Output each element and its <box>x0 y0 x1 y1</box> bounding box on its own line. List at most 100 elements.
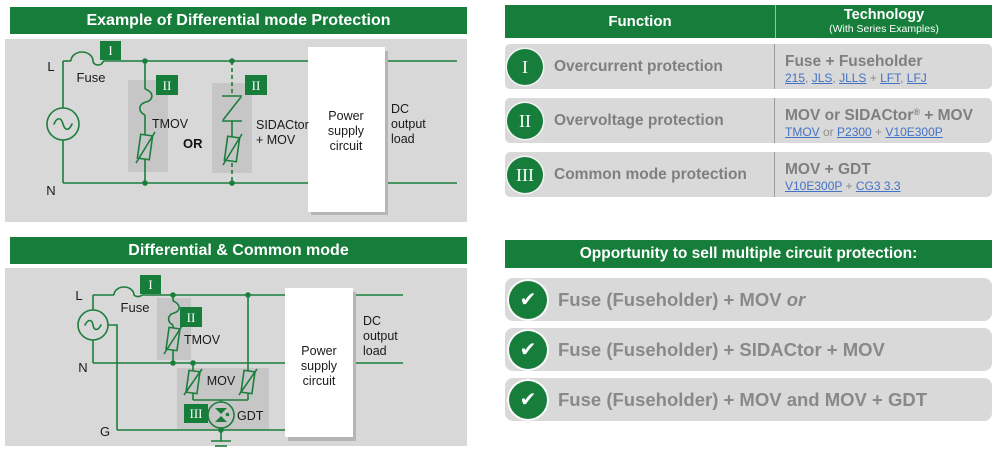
link-separator: or <box>819 124 838 139</box>
varistor-symbol <box>163 325 183 355</box>
common-mode-badge: III <box>184 404 208 423</box>
function-label: Overcurrent protection <box>554 57 723 75</box>
column-divider <box>774 98 775 143</box>
varistor-symbol <box>183 368 203 396</box>
series-link[interactable]: CG3 3.3 <box>855 178 901 193</box>
link-separator: + <box>871 124 886 139</box>
function-column-header: Function <box>608 13 672 30</box>
series-link[interactable]: LFJ <box>906 70 927 85</box>
line-n-label: N <box>46 183 55 198</box>
link-separator: , <box>832 70 840 85</box>
sidactor-mov-branch <box>222 61 243 183</box>
numeral-badge-ii: II <box>507 102 543 139</box>
svg-text:II: II <box>252 78 261 93</box>
svg-text:I: I <box>148 277 152 292</box>
series-link[interactable]: TMOV <box>785 124 820 139</box>
line-g-label: G <box>100 424 110 439</box>
check-icon: ✔ <box>509 280 547 319</box>
function-label: Overvoltage protection <box>554 111 724 129</box>
tmov-label: TMOV <box>184 333 221 347</box>
link-separator: , <box>805 70 812 85</box>
varistor-symbol <box>135 131 156 164</box>
mov-label: MOV <box>207 374 236 388</box>
junction-dots <box>142 58 235 186</box>
or-label: OR <box>183 136 203 151</box>
series-link[interactable]: 215 <box>785 70 806 85</box>
line-l-label: L <box>75 288 82 303</box>
power-supply-box: Power supply circuit <box>285 288 356 441</box>
function-cell: III Common mode protection <box>505 156 774 193</box>
dc-output-label-1: DC <box>363 314 381 328</box>
diagram2-canvas: Power supply circuit I II III L N G Fuse… <box>5 268 467 447</box>
sidactor-label-2: + MOV <box>256 133 296 147</box>
svg-text:supply: supply <box>301 359 338 373</box>
opportunity-item: ✔ Fuse (Fuseholder) + SIDACtor + MOV <box>505 328 992 371</box>
series-link[interactable]: V10E300P <box>885 124 943 139</box>
varistor-symbol <box>238 368 258 396</box>
circuit-wires <box>62 51 457 184</box>
link-separator: + <box>842 178 856 193</box>
series-link[interactable]: LFT <box>880 70 901 85</box>
diagram1-title-bar: Example of Differential mode Protection <box>10 7 467 34</box>
technology-header-subtitle: (With Series Examples) <box>829 23 939 35</box>
fuse-symbol <box>113 286 143 298</box>
diagram2-title: Differential & Common mode <box>128 242 349 259</box>
svg-text:II: II <box>187 310 196 325</box>
fuse-symbol <box>70 51 104 66</box>
table-row: I Overcurrent protection Fuse + Fusehold… <box>505 44 992 89</box>
gdt-label: GDT <box>237 409 264 423</box>
svg-text:II: II <box>163 78 172 93</box>
fuse-label: Fuse <box>121 300 150 315</box>
series-links: 215, JLS, JLLS + LFT, LFJ <box>785 71 927 85</box>
check-icon: ✔ <box>509 380 547 419</box>
diagram1-canvas: Power supply circuit I II II L N Fuse TM… <box>5 39 467 222</box>
power-supply-box: Power supply circuit <box>308 47 388 215</box>
tmov-branch <box>135 61 156 183</box>
ac-source-icon <box>46 107 80 141</box>
technology-header-title: Technology <box>843 7 925 23</box>
tmov-highlight-box <box>128 80 168 172</box>
series-link[interactable]: P2300 <box>837 124 872 139</box>
link-separator: + <box>866 70 881 85</box>
svg-text:circuit: circuit <box>330 139 363 153</box>
diagram2-title-bar: Differential & Common mode <box>10 237 467 264</box>
series-link[interactable]: JLS <box>811 70 833 85</box>
junction-dots <box>170 292 251 433</box>
svg-text:Power: Power <box>328 109 363 123</box>
overcurrent-badge: I <box>140 275 161 294</box>
series-link[interactable]: V10E300P <box>785 178 843 193</box>
function-label: Common mode protection <box>554 165 747 183</box>
check-icon: ✔ <box>509 330 547 369</box>
line-n-label: N <box>78 360 87 375</box>
technology-column-header: Technology (With Series Examples) <box>775 5 992 38</box>
function-technology-table: Function Technology (With Series Example… <box>505 5 992 197</box>
svg-text:supply: supply <box>328 124 365 138</box>
dc-output-label-1: DC <box>391 102 409 116</box>
dc-output-label-3: load <box>363 344 387 358</box>
dc-output-label-3: load <box>391 132 415 146</box>
series-links: TMOV or P2300 + V10E300P <box>785 125 973 139</box>
tmov-label: TMOV <box>152 117 189 131</box>
series-link[interactable]: JLLS <box>839 70 867 85</box>
overvoltage-badge-sidactor: II <box>245 75 267 95</box>
dc-output-label-2: output <box>363 329 398 343</box>
technology-cell: Fuse + Fuseholder 215, JLS, JLLS + LFT, … <box>775 49 927 85</box>
technology-title: MOV or SIDACtor® + MOV <box>785 106 973 124</box>
diagram1-title: Example of Differential mode Protection <box>86 12 391 29</box>
differential-mode-circuit: Power supply circuit I II II L N Fuse TM… <box>46 41 457 215</box>
svg-text:I: I <box>108 43 112 58</box>
mov-gdt-network <box>183 295 258 447</box>
table-row: II Overvoltage protection MOV or SIDACto… <box>505 98 992 143</box>
opportunity-item: ✔ Fuse (Fuseholder) + MOV or <box>505 278 992 321</box>
line-l-label: L <box>47 59 54 74</box>
overvoltage-badge-tmov: II <box>156 75 178 95</box>
technology-cell: MOV + GDT V10E300P + CG3 3.3 <box>775 157 901 193</box>
overvoltage-badge: II <box>180 307 202 327</box>
link-separator: , <box>900 70 907 85</box>
earth-ground-icon <box>211 440 231 447</box>
function-cell: I Overcurrent protection <box>505 48 774 85</box>
table-row: III Common mode protection MOV + GDT V10… <box>505 152 992 197</box>
opportunity-item-label: Fuse (Fuseholder) + MOV and MOV + GDT <box>558 388 928 410</box>
fuse-label: Fuse <box>77 70 106 85</box>
circuit-wires <box>92 286 403 431</box>
